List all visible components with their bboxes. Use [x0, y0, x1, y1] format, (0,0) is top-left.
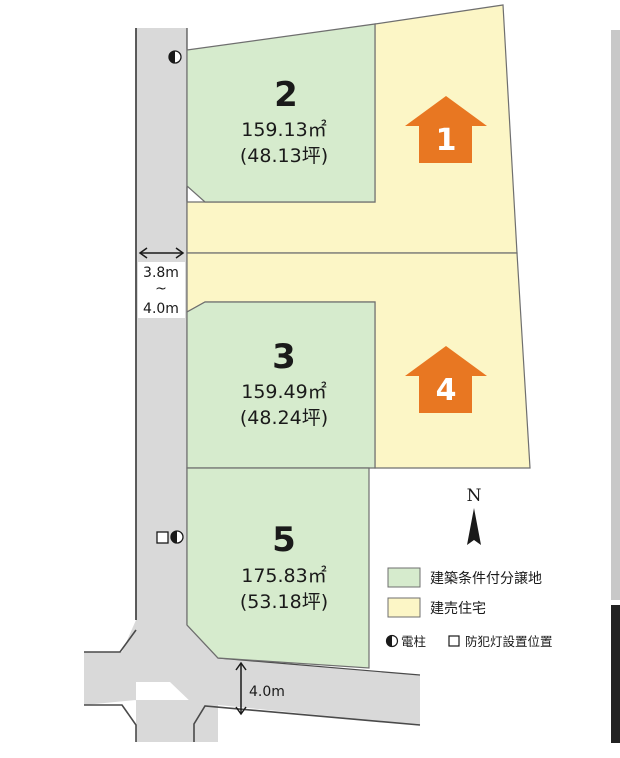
lot-2-area-tsubo: (48.13坪)	[240, 145, 328, 167]
compass-label: N	[467, 486, 482, 506]
lot-5-number: 5	[272, 520, 296, 560]
half-fill	[169, 51, 175, 63]
south-road-width: 4.0m	[249, 684, 285, 700]
half-fill	[386, 635, 392, 647]
arrow-head-left-icon	[138, 247, 148, 259]
lot-3-area-tsubo: (48.24坪)	[240, 407, 328, 429]
west-road-width-top: 3.8m	[143, 265, 179, 281]
lot-1-number: 1	[436, 123, 457, 158]
lot-5-area-sqm: 175.83㎡	[241, 564, 326, 587]
arrow-head-down-icon	[235, 706, 247, 716]
west-road-width-tilde: ~	[155, 281, 167, 297]
lot-3-number: 3	[272, 337, 296, 377]
lot-5[interactable]	[186, 467, 370, 669]
house-arrow-icon	[405, 96, 487, 163]
square-icon	[448, 635, 460, 647]
utility-pole-top	[168, 50, 182, 64]
arrow-head-right-icon	[175, 247, 185, 259]
half-fill	[171, 531, 177, 543]
legend-label-security-light: 防犯灯設置位置	[465, 634, 553, 649]
dimension-label-bg	[138, 262, 185, 318]
lot-4-marker: 4	[405, 346, 487, 413]
legend: 建築条件付分譲地 建売住宅 電柱 防犯灯設置位置	[385, 567, 553, 649]
side-bar-dark	[611, 605, 620, 743]
west-road-width-bottom: 4.0m	[143, 301, 179, 317]
security-light-and-pole	[156, 530, 184, 544]
legend-swatch-conditional-land	[387, 567, 421, 588]
legend-label-conditional-land: 建築条件付分譲地	[430, 570, 542, 587]
lot-2-number: 2	[274, 75, 298, 115]
side-bar-light	[611, 30, 620, 600]
lot-2-area-sqm: 159.13㎡	[241, 118, 326, 141]
house-arrow-icon	[405, 346, 487, 413]
north-compass: N	[467, 486, 482, 545]
arrow-head-up-icon	[235, 661, 247, 671]
south-road-width-dimension: 4.0m	[235, 661, 285, 716]
south-road-lower-edge	[84, 704, 137, 742]
south-road-upper-edge	[84, 629, 137, 653]
south-road-right-lower-edge	[193, 705, 421, 742]
legend-label-utility-pole: 電柱	[401, 634, 426, 649]
west-road-width-dimension: 3.8m ~ 4.0m	[138, 247, 185, 318]
west-road	[136, 28, 218, 742]
south-road	[84, 620, 420, 742]
legend-swatch-built-for-sale	[387, 597, 421, 618]
square-icon	[156, 531, 169, 544]
lot-4-number: 4	[436, 373, 457, 408]
lot-1-marker: 1	[405, 96, 487, 163]
legend-label-built-for-sale: 建売住宅	[430, 601, 486, 617]
lot-5-area-tsubo: (53.18坪)	[240, 591, 328, 613]
lot-3-area-sqm: 159.49㎡	[241, 380, 326, 403]
north-arrow-icon	[467, 508, 481, 545]
lot-2[interactable]	[186, 23, 376, 203]
